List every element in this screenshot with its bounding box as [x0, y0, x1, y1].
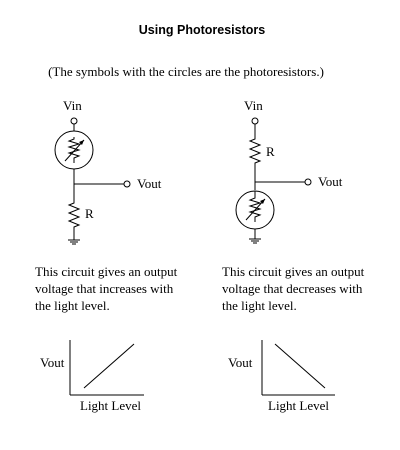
photoresistor-right — [235, 190, 275, 230]
vout-label-left: Vout — [137, 176, 162, 191]
graph-left-xlabel: Light Level — [80, 398, 141, 413]
vout-terminal-left — [123, 180, 131, 188]
graph-left-trend-line — [83, 343, 135, 389]
resistor-label-left: R — [85, 206, 94, 221]
description-left: This circuit gives an output voltage tha… — [35, 264, 178, 313]
ground-icon — [68, 239, 80, 245]
resistor-zigzag-in-circle-left — [67, 137, 81, 163]
page-title: Using Photoresistors — [139, 23, 265, 37]
vin-label-left: Vin — [63, 98, 82, 113]
ground-icon — [249, 238, 261, 244]
graph-left-ylabel: Vout — [40, 355, 65, 370]
vin-terminal-right — [251, 117, 259, 125]
graph-left: Vout Light Level — [40, 340, 144, 413]
arrowhead-left — [79, 140, 84, 145]
graph-right-trend-line — [274, 343, 326, 389]
description-right-line-1: This circuit gives an output — [222, 264, 365, 279]
resistor-right — [248, 136, 262, 167]
description-left-line-2: voltage that increases with — [35, 281, 174, 296]
photoresistor-circle-left — [54, 130, 94, 170]
photoresistor-note: (The symbols with the circles are the ph… — [48, 64, 324, 79]
description-left-line-1: This circuit gives an output — [35, 264, 178, 279]
description-right-line-2: voltage that decreases with — [222, 281, 363, 296]
vin-terminal-left — [70, 117, 78, 125]
vout-label-right: Vout — [318, 174, 343, 189]
circuit-left: Vin Vout R — [54, 98, 162, 245]
resistor-label-right: R — [266, 144, 275, 159]
resistor-left — [67, 200, 81, 232]
vout-terminal-right — [304, 178, 312, 186]
photoresistor-left — [54, 130, 94, 170]
vin-label-right: Vin — [244, 98, 263, 113]
arrowhead-right — [260, 199, 265, 204]
description-left-line-3: the light level. — [35, 298, 110, 313]
resistor-zigzag-in-circle-right — [248, 191, 262, 222]
graph-right-ylabel: Vout — [228, 355, 253, 370]
description-right-line-3: the light level. — [222, 298, 297, 313]
circuit-right: Vin R Vout — [235, 98, 343, 244]
graph-right-xlabel: Light Level — [268, 398, 329, 413]
description-right: This circuit gives an output voltage tha… — [222, 264, 365, 313]
graph-right: Vout Light Level — [228, 340, 335, 413]
